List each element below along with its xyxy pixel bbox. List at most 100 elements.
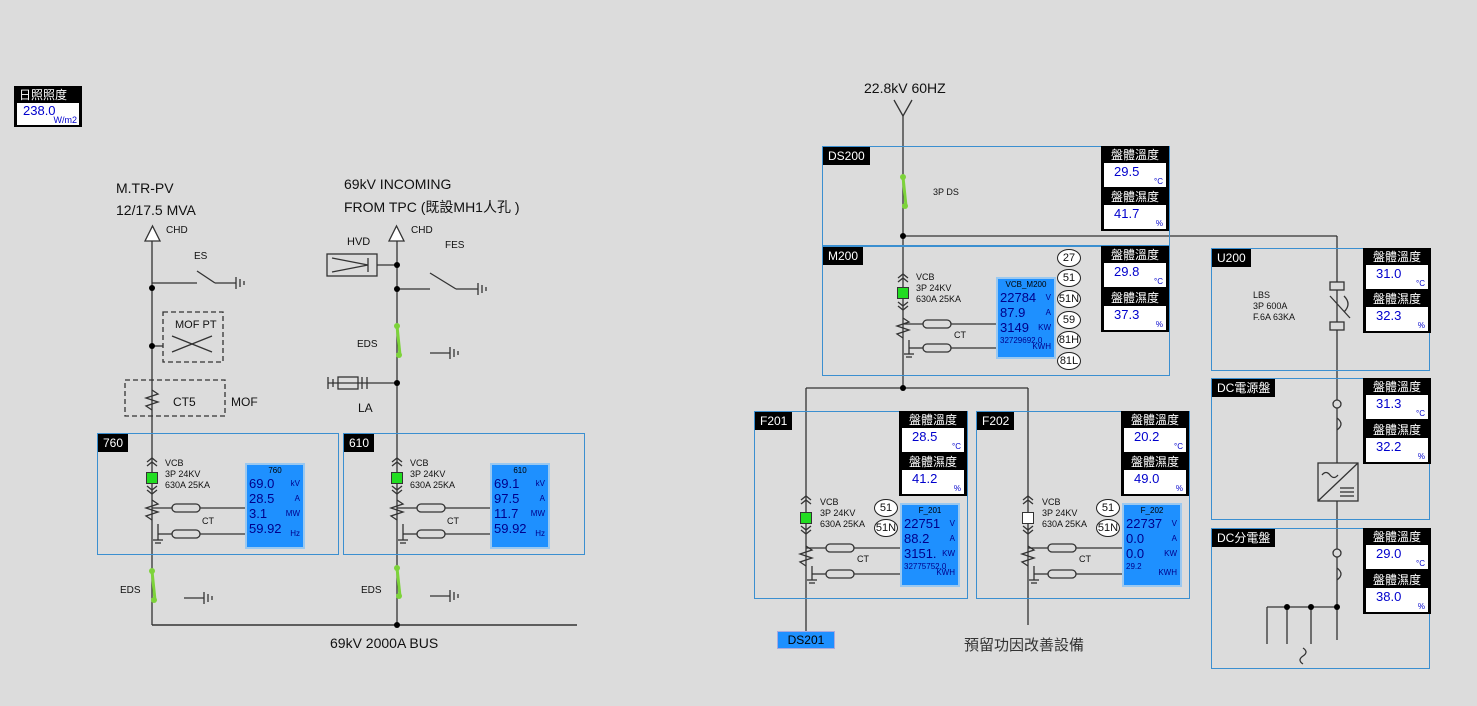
meter-760-mw-unit: MW: [285, 509, 300, 518]
meter-760-hz-unit: Hz: [290, 529, 300, 538]
f201-hum-value: 41.2: [912, 471, 938, 486]
panel-dc-dist-tag: DC分電盤: [1212, 529, 1276, 547]
relay-m200-27[interactable]: 27: [1057, 249, 1081, 267]
dcdist-hum-label: 盤體濕度: [1372, 573, 1421, 587]
dcdist-hum-value: 38.0: [1376, 589, 1402, 604]
relay-m200-81l[interactable]: 81L: [1057, 352, 1081, 370]
source-label: 22.8kV 60HZ: [864, 80, 946, 96]
meter-610-hz: 59.92: [494, 521, 527, 536]
dcpower-temp-sensor: 盤體溫度 31.3°C: [1363, 378, 1431, 421]
meter-f201-kwh-unit: KWH: [936, 568, 955, 577]
m200-temp-sensor: 盤體溫度 29.8°C: [1101, 246, 1169, 289]
vcb-m200-label: VCB 3P 24KV 630A 25KA: [916, 272, 961, 305]
meter-m200-v-unit: V: [1045, 293, 1051, 302]
panel-760[interactable]: 760: [97, 433, 339, 555]
vcb-f202-rating1: 3P 24KV: [1042, 508, 1078, 518]
meter-610-hz-unit: Hz: [535, 529, 545, 538]
f202-hum-unit: %: [1175, 484, 1183, 493]
u200-dev3: F.6A 63KA: [1253, 312, 1296, 322]
vcb-f202-status[interactable]: [1022, 512, 1034, 524]
panel-dc-power-tag: DC電源盤: [1212, 379, 1276, 397]
panel-m200[interactable]: M200: [822, 246, 1170, 376]
f201-hum-label: 盤體濕度: [908, 455, 957, 469]
m200-hum-sensor: 盤體濕度 37.3%: [1101, 289, 1169, 332]
relay-m200-81h[interactable]: 81H: [1057, 331, 1081, 349]
u200-device-label: LBS 3P 600A F.6A 63KA: [1253, 290, 1295, 323]
u200-temp-label: 盤體溫度: [1372, 250, 1421, 264]
ds200-temp-label: 盤體溫度: [1110, 148, 1159, 162]
dcdist-temp-label: 盤體溫度: [1372, 530, 1421, 544]
relay-f202-51[interactable]: 51: [1096, 499, 1120, 517]
relay-f201-51[interactable]: 51: [874, 499, 898, 517]
es-label: ES: [194, 251, 208, 262]
irradiance-value-box: 238.0 W/m2: [17, 103, 79, 125]
panel-f201-tag: F201: [755, 412, 793, 430]
meter-f201-title: F_201: [918, 506, 942, 515]
meter-760-mw: 3.1: [249, 506, 268, 521]
meter-f202-a: 0.0: [1126, 531, 1145, 546]
relay-m200-51[interactable]: 51: [1057, 269, 1081, 287]
dcdist-temp-sensor: 盤體溫度 29.0 °C: [1363, 528, 1431, 571]
panel-610[interactable]: 610: [343, 433, 585, 555]
meter-760-kv-unit: kV: [290, 479, 300, 488]
dcdist-temp-unit: °C: [1416, 559, 1425, 568]
meter-m200-v: 22784: [1000, 290, 1037, 305]
meter-f202-kw-unit: KW: [1164, 549, 1177, 558]
panel-f202[interactable]: F202: [976, 411, 1190, 599]
eds-label-760: EDS: [120, 585, 141, 596]
ct-m200-label: CT: [954, 330, 966, 340]
panel-dc-dist[interactable]: DC分電盤: [1211, 528, 1430, 669]
panel-f202-tag: F202: [977, 412, 1015, 430]
m200-hum-label: 盤體濕度: [1110, 291, 1159, 305]
panel-u200[interactable]: U200: [1211, 248, 1430, 371]
meter-f201-kw: 3151.: [904, 546, 937, 561]
vcb-610-rating1: 3P 24KV: [410, 469, 446, 479]
meter-f201-v-unit: V: [949, 519, 955, 528]
vcb-610-status[interactable]: [391, 472, 403, 484]
vcb-m200-status[interactable]: [897, 287, 909, 299]
reserved-equipment-label: 預留功因改善設備: [964, 637, 1085, 654]
meter-f202-kwh-unit: KWH: [1158, 568, 1177, 577]
incoming-label: 69kV INCOMING: [344, 176, 452, 192]
vcb-760-status[interactable]: [146, 472, 158, 484]
mtr-rating: 12/17.5 MVA: [116, 202, 196, 218]
la-label: LA: [358, 401, 373, 415]
ct-760-label: CT: [202, 516, 214, 526]
irradiance-unit: W/m2: [53, 115, 78, 125]
meter-f202-kwh: 29.2: [1126, 562, 1142, 571]
meter-610-title: 610: [513, 466, 527, 475]
vcb-610-text: VCB: [410, 458, 429, 468]
f202-temp-value: 20.2: [1134, 429, 1160, 444]
ds200-hum-label: 盤體濕度: [1110, 190, 1159, 204]
ct-f201-label: CT: [857, 554, 869, 564]
dcpower-hum-unit: %: [1417, 452, 1425, 461]
vcb-f201-text: VCB: [820, 497, 839, 507]
panel-f201[interactable]: F201: [754, 411, 968, 599]
u200-hum-unit: %: [1417, 321, 1425, 330]
eds-label-incoming: EDS: [357, 339, 378, 350]
vcb-f201-status[interactable]: [800, 512, 812, 524]
meter-f202-v-unit: V: [1171, 519, 1177, 528]
relay-f202-51n[interactable]: 51N: [1096, 519, 1120, 537]
ds201-button[interactable]: DS201: [777, 631, 835, 649]
panel-ds200[interactable]: DS200: [822, 146, 1170, 246]
meter-f201-kw-unit: KW: [942, 549, 955, 558]
relay-m200-51n[interactable]: 51N: [1057, 290, 1081, 308]
m200-temp-value: 29.8: [1114, 264, 1140, 279]
panel-m200-tag: M200: [823, 247, 864, 265]
meter-m200-kw: 3149: [1000, 320, 1029, 335]
relay-m200-59[interactable]: 59: [1057, 311, 1081, 329]
ct-f202-label: CT: [1079, 554, 1091, 564]
u200-temp-unit: °C: [1416, 279, 1425, 288]
dcdist-temp-value: 29.0: [1376, 546, 1402, 561]
vcb-760-text: VCB: [165, 458, 184, 468]
u200-hum-sensor: 盤體濕度 32.3%: [1363, 290, 1431, 333]
bus-label: 69kV 2000A BUS: [330, 635, 439, 651]
f201-temp-label: 盤體溫度: [908, 413, 957, 427]
relay-f201-51n[interactable]: 51N: [874, 519, 898, 537]
